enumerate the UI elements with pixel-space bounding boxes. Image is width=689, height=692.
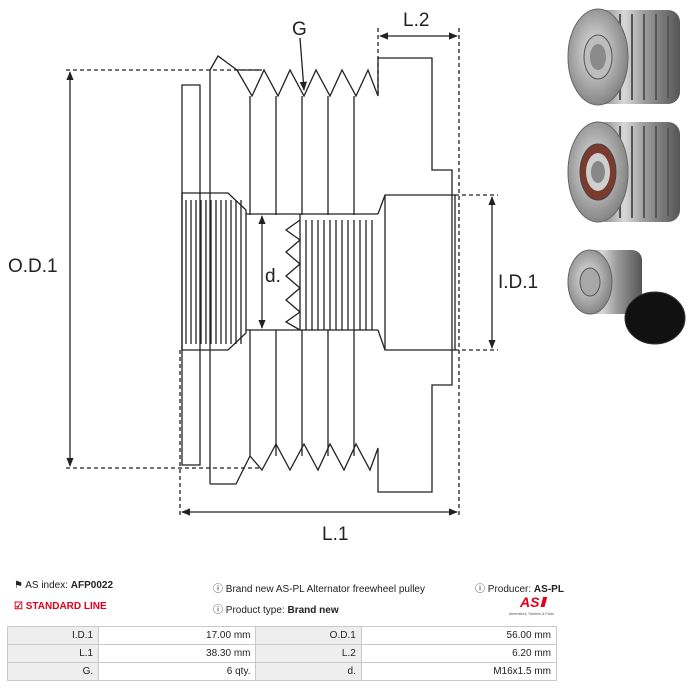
producer-label: Producer: <box>487 584 532 595</box>
groove-profile-top <box>236 57 392 98</box>
label-d: d. <box>265 266 281 287</box>
producer: ⓘ Producer: AS-PL <box>475 580 564 595</box>
spec-value: 6.20 mm <box>360 644 558 663</box>
line-badge: ☑ STANDARD LINE <box>14 601 107 612</box>
as-index-value: AFP0022 <box>70 580 114 591</box>
right-boss <box>377 194 456 351</box>
rib-lines <box>249 96 355 456</box>
label-l2: L.2 <box>403 10 429 31</box>
spec-label: L.1 <box>6 644 100 663</box>
as-pl-logo: AS Alternators, Starters & Parts <box>509 594 554 616</box>
logo-tagline: Alternators, Starters & Parts <box>509 612 554 616</box>
label-id1: I.D.1 <box>498 272 538 293</box>
description-text: Brand new AS-PL Alternator freewheel pul… <box>225 584 425 595</box>
spec-value: M16x1.5 mm <box>360 662 558 681</box>
pulley-photo-middle <box>567 121 680 223</box>
pulley-photo-top <box>567 8 680 106</box>
spec-value: 6 qty. <box>98 662 257 681</box>
info-icon: ⓘ <box>213 605 223 616</box>
spline-lines <box>185 200 242 344</box>
logo-text: AS <box>519 594 540 610</box>
product-type: ⓘ Product type: Brand new <box>213 601 339 616</box>
spec-label: I.D.1 <box>6 626 100 645</box>
info-icon: ⓘ <box>213 584 223 595</box>
producer-value: AS-PL <box>533 584 564 595</box>
spec-label: d. <box>255 662 362 681</box>
thread-lines <box>305 220 373 330</box>
groove-profile-bottom <box>210 442 392 493</box>
spec-value: 56.00 mm <box>360 626 558 645</box>
spec-value: 17.00 mm <box>98 626 257 645</box>
spec-label: L.2 <box>255 644 362 663</box>
pulley-photo-bottom <box>567 249 642 315</box>
product-type-label: Product type: <box>225 605 285 616</box>
info-icon: ⓘ <box>475 584 485 595</box>
as-index-label: AS index: <box>25 580 69 591</box>
label-g: G <box>292 19 307 40</box>
product-type-value: Brand new <box>287 605 339 616</box>
right-shoulder <box>392 57 453 493</box>
spec-value: 38.30 mm <box>98 644 257 663</box>
spec-label: O.D.1 <box>255 626 362 645</box>
label-l1: L.1 <box>322 524 348 545</box>
description: ⓘ Brand new AS-PL Alternator freewheel p… <box>213 580 425 595</box>
tag-icon: ⚑ <box>14 580 23 591</box>
pulley-technical-drawing: G L.2 O.D.1 I.D.1 d. L.1 <box>8 10 538 545</box>
thread-teeth <box>284 219 302 331</box>
label-od1: O.D.1 <box>8 256 58 277</box>
spec-label: G. <box>6 662 100 681</box>
product-photos <box>567 8 686 345</box>
g-leader <box>299 37 308 91</box>
splined-hub <box>181 192 247 351</box>
spec-row: G.6 qty.d.M16x1.5 mm <box>6 662 558 681</box>
pulley-cap-photo <box>624 291 686 345</box>
as-index: ⚑ AS index: AFP0022 <box>14 580 113 591</box>
check-icon: ☑ <box>14 601 23 612</box>
line-label: STANDARD LINE <box>25 601 107 612</box>
